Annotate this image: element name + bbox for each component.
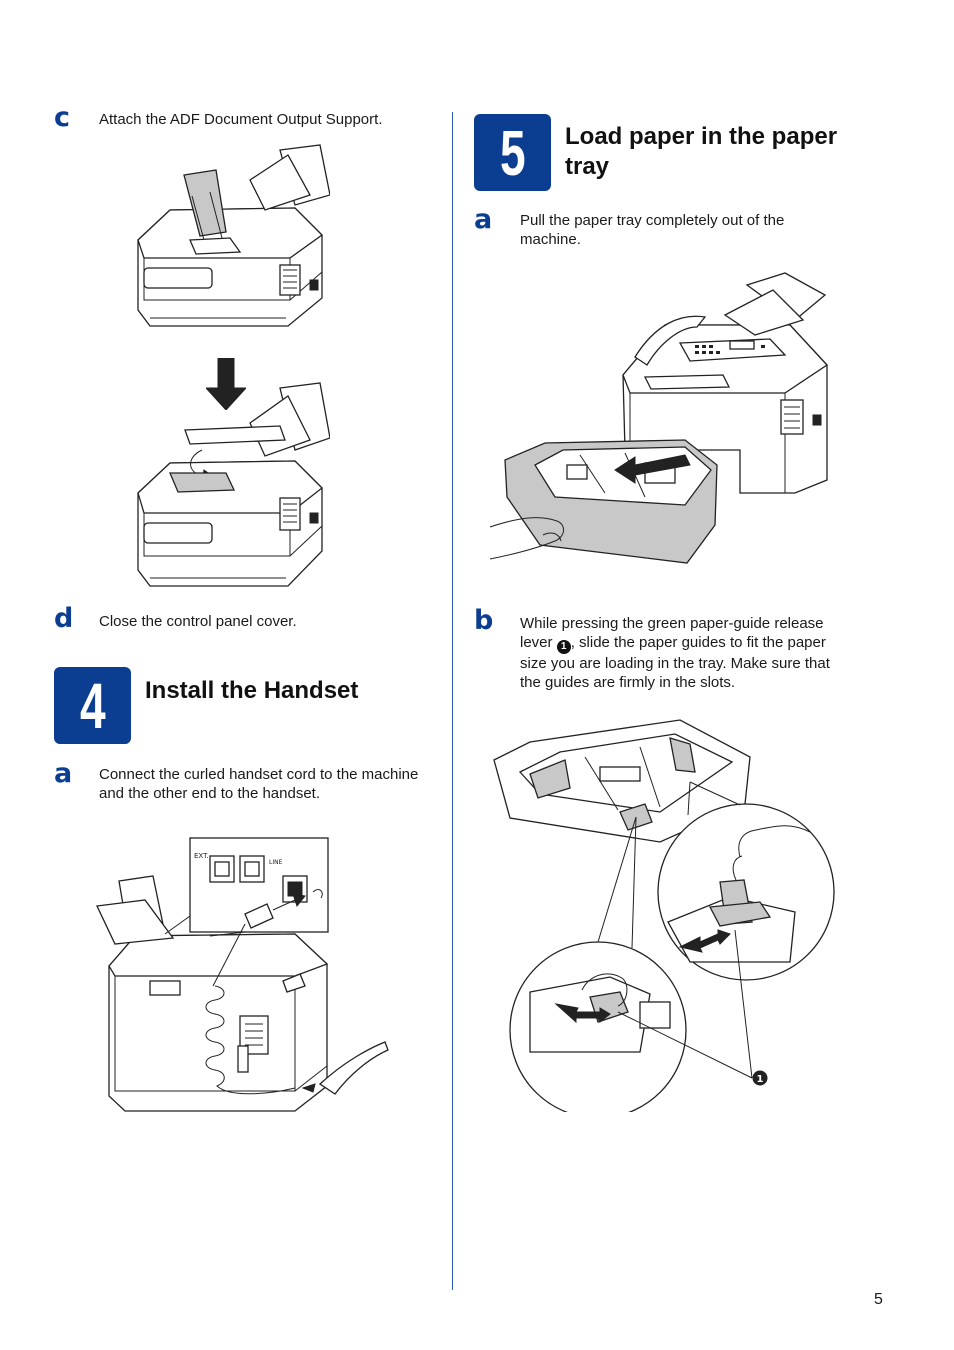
step-letter-b-section5: b xyxy=(474,605,494,636)
step-c-text: Attach the ADF Document Output Support. xyxy=(99,111,383,128)
section-title-load-paper: Load paper in the paper tray xyxy=(565,123,838,180)
section-number-badge-5: 5 xyxy=(474,114,551,191)
section5-step-b-text: While pressing the green paper-guide rel… xyxy=(520,615,830,691)
step-letter-c: c xyxy=(54,102,71,133)
ext-port-label: EXT. xyxy=(194,852,209,860)
section5-step-a-text: Pull the paper tray completely out of th… xyxy=(520,212,785,248)
adf-support-illustration-top xyxy=(137,144,330,327)
handset-connection-illustration: EXT. LINE xyxy=(96,837,389,1112)
step-letter-a-section4: a xyxy=(54,758,73,789)
paper-tray-pull-illustration xyxy=(489,272,828,564)
column-divider xyxy=(452,112,453,1290)
section-title-install-handset: Install the Handset xyxy=(145,677,359,704)
page-number: 5 xyxy=(874,1291,883,1308)
step-letter-d: d xyxy=(54,603,74,634)
adf-support-illustration-bottom xyxy=(137,382,330,587)
paper-guide-illustration: 1 xyxy=(493,719,835,1112)
step-d-text: Close the control panel cover. xyxy=(99,613,297,630)
section4-step-a-text: Connect the curled handset cord to the m… xyxy=(99,766,419,802)
callout-1-icon: 1 xyxy=(556,640,571,654)
section-number-badge-4: 4 xyxy=(54,667,131,744)
down-arrow-icon xyxy=(206,358,246,410)
line-port-label: LINE xyxy=(269,859,283,866)
figure-callout-1: 1 xyxy=(757,1074,764,1085)
step-letter-a-section5: a xyxy=(474,204,493,235)
